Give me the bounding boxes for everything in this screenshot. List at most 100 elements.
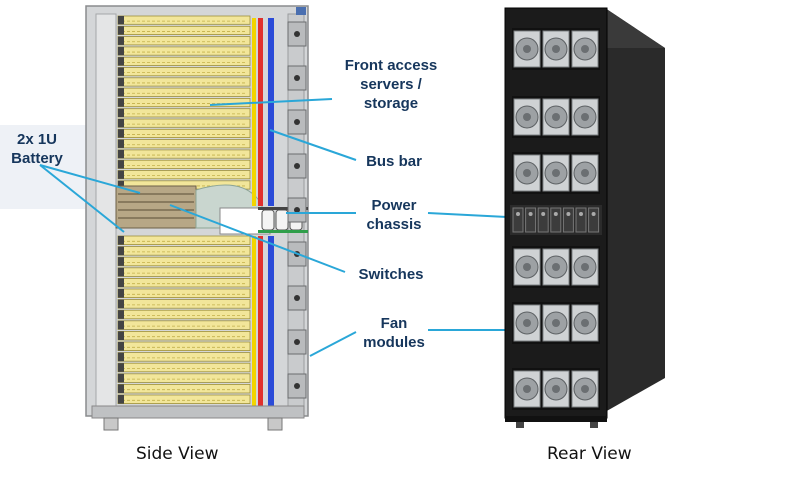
server-handle bbox=[118, 342, 124, 351]
side-fan-knob bbox=[294, 75, 300, 81]
fan-hub bbox=[552, 45, 560, 53]
rack-base-rear bbox=[505, 416, 607, 422]
server-handle bbox=[118, 331, 124, 340]
psu-unit bbox=[537, 207, 549, 233]
bus-bar-yellow-upper bbox=[252, 18, 256, 206]
fan-hub bbox=[523, 113, 531, 121]
caption-side-view: Side View bbox=[136, 444, 219, 464]
server-handle bbox=[118, 149, 124, 159]
server-handle bbox=[118, 108, 124, 117]
server-slot bbox=[117, 373, 251, 383]
psu-connector bbox=[553, 212, 558, 216]
psu-connector bbox=[541, 212, 546, 216]
server-handle bbox=[118, 46, 124, 56]
server-handle bbox=[118, 236, 124, 245]
psu-unit bbox=[512, 207, 524, 233]
side-fan-modules bbox=[287, 21, 307, 399]
wheel bbox=[103, 417, 119, 431]
server-handle bbox=[118, 352, 124, 362]
server-slot bbox=[117, 341, 251, 352]
server-handle bbox=[118, 299, 124, 309]
server-handle bbox=[118, 16, 124, 25]
side-view-rack bbox=[85, 5, 309, 431]
server-slot bbox=[117, 352, 251, 362]
psu-unit bbox=[525, 207, 537, 233]
fan-hub bbox=[581, 169, 589, 177]
rack-side-panel bbox=[605, 8, 665, 412]
leader-front-access bbox=[209, 98, 333, 106]
server-slot bbox=[117, 36, 251, 46]
leader-battery-2 bbox=[39, 164, 125, 233]
server-slot bbox=[117, 77, 251, 87]
psu-connector bbox=[591, 212, 596, 216]
server-handle bbox=[118, 257, 124, 266]
psu-unit bbox=[575, 207, 587, 233]
psu-connector bbox=[528, 212, 533, 216]
server-handle bbox=[118, 88, 124, 97]
server-handle bbox=[118, 67, 124, 76]
fan-hub bbox=[552, 113, 560, 121]
fan-hub bbox=[523, 319, 531, 327]
rack-foot bbox=[516, 422, 524, 428]
psu-connector bbox=[516, 212, 520, 216]
server-handle bbox=[118, 180, 124, 190]
fan-hub bbox=[581, 263, 589, 271]
server-slot bbox=[117, 288, 251, 299]
server-handle bbox=[118, 98, 124, 107]
server-slot bbox=[117, 128, 251, 139]
rear-view-rack bbox=[504, 7, 665, 428]
label-battery-line1: 2x 1U bbox=[16, 131, 58, 148]
server-slot bbox=[117, 246, 251, 256]
server-slot bbox=[117, 394, 251, 405]
fan-hub bbox=[523, 263, 531, 271]
server-handle bbox=[118, 77, 124, 87]
rear-fan-modules bbox=[512, 28, 600, 410]
label-power-line1: Power bbox=[371, 197, 417, 214]
label-front-access-line3: storage bbox=[363, 95, 419, 112]
caption-rear-view: Rear View bbox=[547, 444, 632, 464]
fan-hub bbox=[552, 263, 560, 271]
fan-hub bbox=[581, 45, 589, 53]
power-chassis-rail bbox=[258, 230, 308, 233]
server-slot bbox=[117, 159, 251, 169]
bus-bar-red-upper bbox=[258, 18, 263, 206]
server-slot bbox=[117, 98, 251, 108]
rack-foot bbox=[590, 422, 598, 428]
server-handle bbox=[118, 267, 124, 277]
label-front-access-line2: servers / bbox=[360, 76, 422, 93]
server-slot bbox=[117, 108, 251, 118]
psu-unit bbox=[588, 207, 600, 233]
psu-unit bbox=[562, 207, 574, 233]
server-handle bbox=[118, 320, 124, 330]
label-fan-line2: modules bbox=[363, 334, 425, 351]
fan-hub bbox=[523, 169, 531, 177]
server-handle bbox=[118, 246, 124, 256]
lower-server-block bbox=[117, 235, 251, 405]
server-handle bbox=[118, 129, 124, 138]
fan-hub bbox=[523, 45, 531, 53]
server-slot bbox=[117, 149, 251, 159]
server-handle bbox=[118, 119, 124, 128]
server-handle bbox=[118, 139, 124, 148]
fan-hub bbox=[552, 385, 560, 393]
side-fan-knob bbox=[294, 383, 300, 389]
server-slot bbox=[117, 56, 251, 66]
side-fan-knob bbox=[294, 31, 300, 37]
rear-power-chassis bbox=[510, 205, 602, 235]
label-fan-modules: Fan modules bbox=[352, 314, 436, 352]
server-slot bbox=[117, 383, 251, 394]
side-fan-knob bbox=[294, 119, 300, 125]
server-handle bbox=[118, 289, 124, 298]
psu-connector bbox=[579, 212, 583, 216]
label-switches: Switches bbox=[358, 266, 424, 283]
server-slot bbox=[117, 139, 251, 149]
leader-battery-1 bbox=[39, 164, 141, 194]
server-handle bbox=[118, 36, 124, 45]
side-fan-knob bbox=[294, 207, 300, 213]
server-slot bbox=[117, 25, 251, 35]
server-handle bbox=[118, 26, 124, 35]
server-handle bbox=[118, 395, 124, 404]
server-slot bbox=[117, 330, 251, 341]
server-handle bbox=[118, 384, 124, 393]
label-front-access: Front access servers / storage bbox=[332, 56, 450, 113]
